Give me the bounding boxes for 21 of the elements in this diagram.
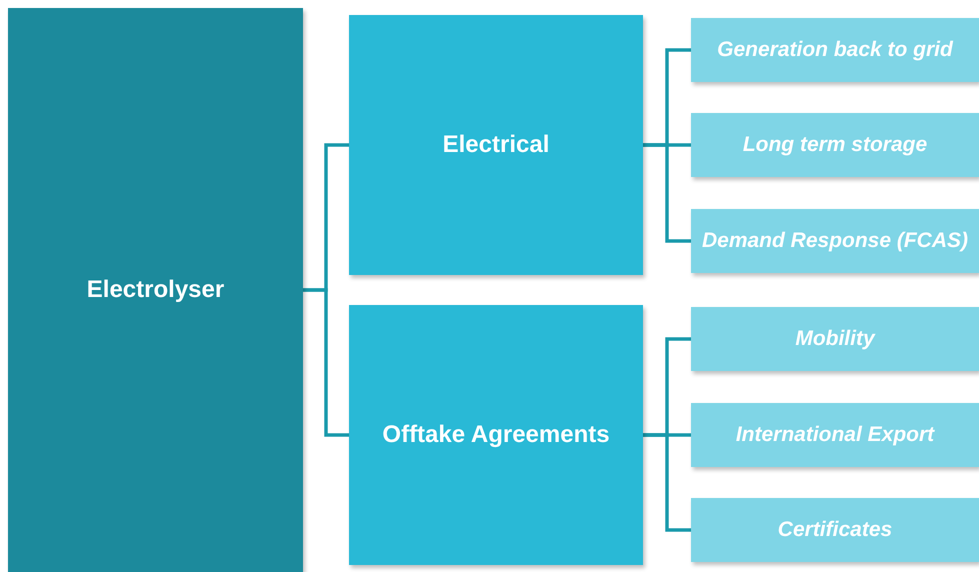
option-box [691, 113, 979, 177]
category-box [349, 15, 643, 275]
connector-line [643, 143, 691, 243]
box-label: Electrolyser [86, 276, 224, 304]
connector-line [303, 288, 349, 437]
root-box [8, 8, 303, 572]
option-box [691, 209, 979, 273]
option-box [691, 498, 979, 562]
box-label: Mobility [795, 326, 875, 352]
box-label: Demand Response (FCAS) [702, 228, 968, 254]
box-label: Generation back to grid [717, 37, 953, 63]
category-box [349, 305, 643, 565]
option-box [691, 18, 979, 82]
connector-line [643, 433, 691, 532]
box-label: International Export [736, 422, 934, 448]
box-label: Offtake Agreements [382, 420, 610, 450]
option-box [691, 403, 979, 467]
box-label: Certificates [778, 517, 892, 543]
box-label: Electrical [442, 130, 550, 160]
box-label: Long term storage [742, 132, 928, 158]
option-box [691, 307, 979, 371]
